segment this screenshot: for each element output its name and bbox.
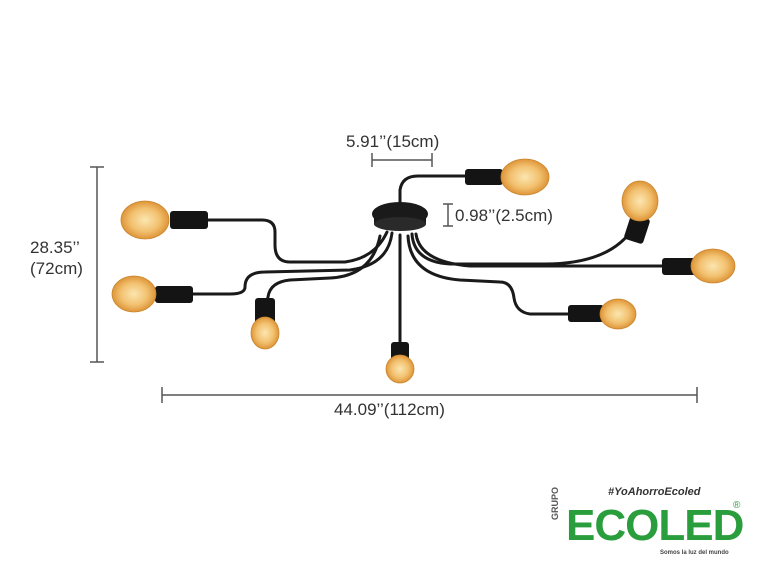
- bulb-sockets: [155, 169, 696, 366]
- bulb-bottom: [385, 354, 415, 384]
- ceiling-canopy: [372, 202, 428, 231]
- bulb-right-middle: [690, 248, 736, 284]
- brand-tagline: #YoAhorroEcoled: [608, 486, 701, 498]
- height-dimension-label: 28.35’’ (72cm): [30, 237, 83, 280]
- canopy-dimension-line: [443, 203, 453, 227]
- brand-name: ECOLED: [566, 501, 744, 550]
- height-inch-label: 28.35’’: [30, 238, 80, 257]
- bulb-right-upper: [621, 180, 659, 222]
- chandelier-arms: [186, 174, 664, 347]
- canopy-dimension-label: 0.98’’(2.5cm): [455, 206, 553, 225]
- registered-mark: ®: [733, 500, 741, 511]
- height-cm-label: (72cm): [30, 259, 83, 279]
- brand-logo: #YoAhorroEcoled GRUPO ECOLED ® Somos la …: [548, 480, 758, 565]
- bulb-top: [500, 158, 550, 196]
- width-dimension-label: 44.09’’(112cm): [334, 400, 445, 419]
- bulb-right-lower: [599, 298, 637, 330]
- bulb-inner-left: [250, 316, 280, 350]
- brand-prefix: GRUPO: [550, 486, 560, 520]
- top-spacing-dimension-line: [371, 153, 433, 167]
- bulb-left-upper: [120, 200, 170, 240]
- light-bulbs: [111, 158, 736, 384]
- top-spacing-dimension-label: 5.91’’(15cm): [346, 132, 440, 151]
- bulb-left-lower: [111, 275, 157, 313]
- height-dimension-line: [90, 166, 104, 363]
- brand-slogan: Somos la luz del mundo: [660, 550, 729, 556]
- width-dimension-line: [161, 387, 698, 403]
